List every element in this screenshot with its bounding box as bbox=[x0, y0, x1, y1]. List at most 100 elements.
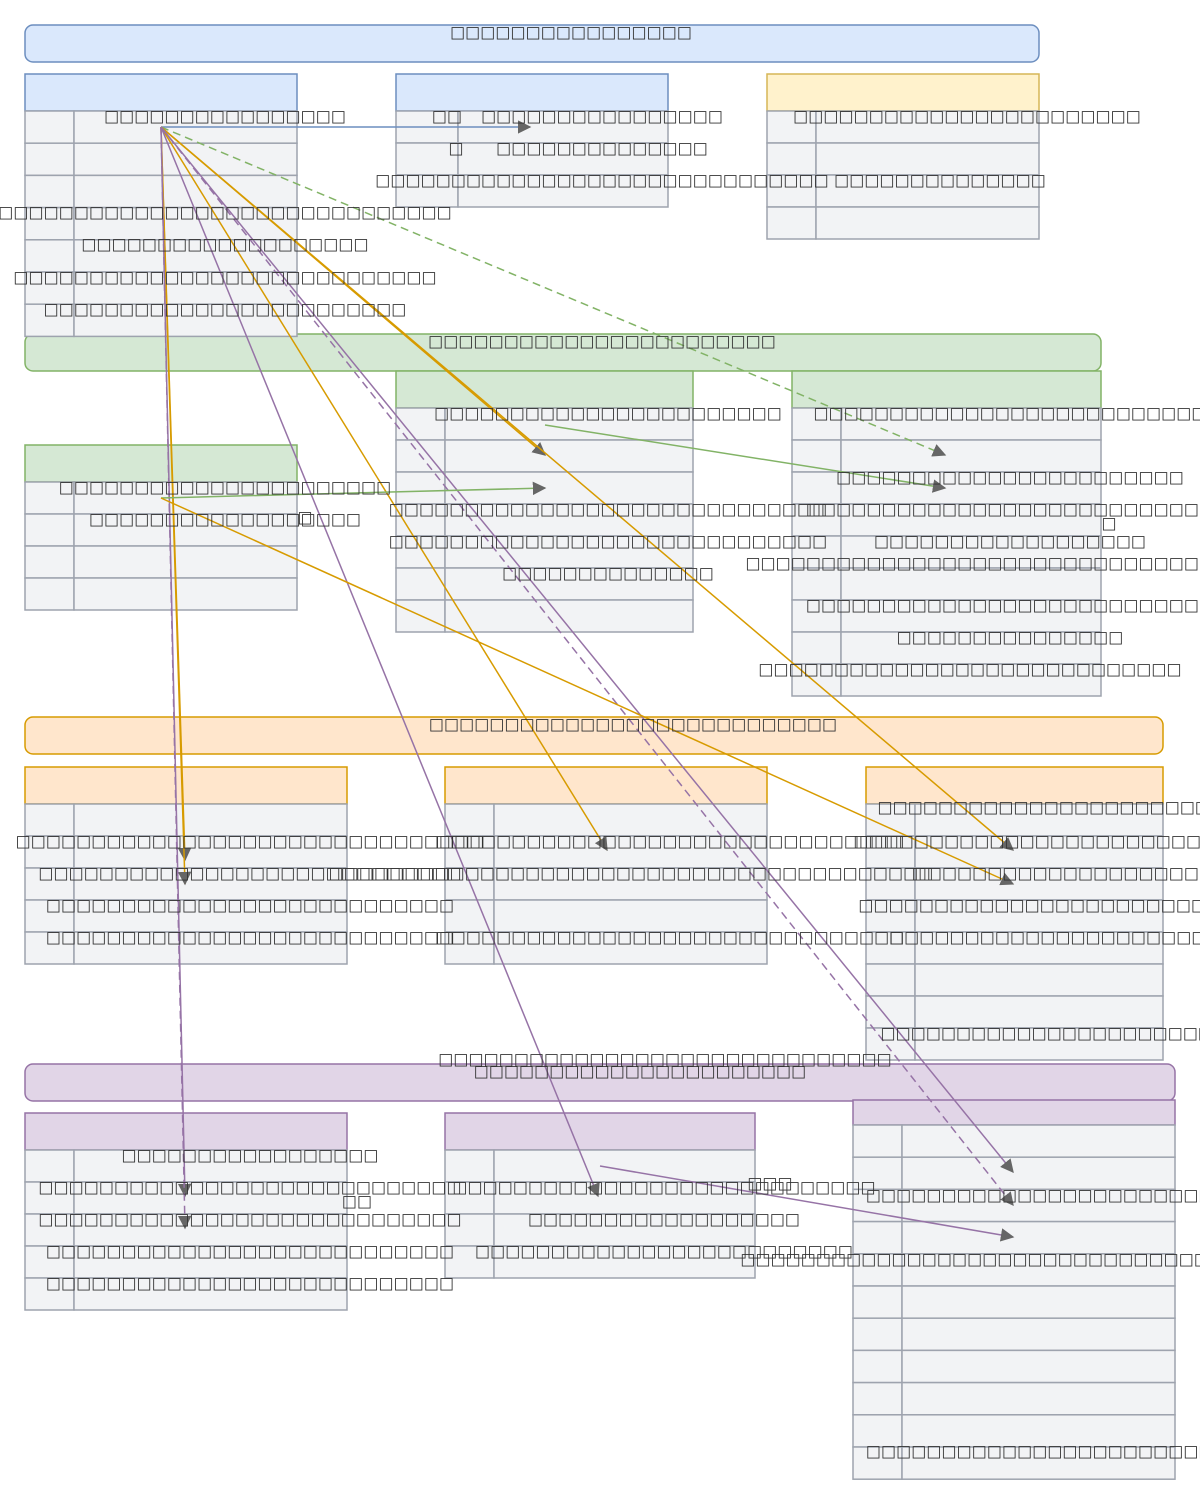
table-row[interactable] bbox=[493, 931, 768, 965]
table-header[interactable] bbox=[24, 1112, 348, 1151]
table-row[interactable] bbox=[73, 1277, 348, 1311]
relationship-edge[interactable] bbox=[544, 424, 947, 493]
table-row[interactable] bbox=[901, 1446, 1176, 1480]
table-row[interactable] bbox=[73, 174, 298, 209]
table-row[interactable] bbox=[901, 1220, 1176, 1255]
table-row[interactable] bbox=[914, 867, 1164, 901]
table-row[interactable] bbox=[901, 1285, 1176, 1319]
relationship-edge[interactable] bbox=[160, 497, 1015, 886]
table-row[interactable] bbox=[901, 1349, 1176, 1384]
table-row[interactable] bbox=[457, 174, 669, 208]
table-row[interactable] bbox=[914, 899, 1164, 933]
table-header[interactable] bbox=[766, 73, 1040, 112]
group-container[interactable] bbox=[24, 1063, 1176, 1102]
relationship-edge[interactable] bbox=[160, 481, 547, 499]
table-header[interactable] bbox=[24, 73, 298, 112]
table-row[interactable] bbox=[493, 803, 768, 837]
entity-table[interactable] bbox=[852, 1099, 1176, 1480]
table-row[interactable] bbox=[457, 142, 669, 176]
table-row[interactable] bbox=[73, 577, 298, 611]
entity-table[interactable] bbox=[24, 766, 348, 965]
table-row[interactable] bbox=[840, 535, 1102, 569]
table-row[interactable] bbox=[914, 963, 1164, 997]
relationship-edge[interactable] bbox=[160, 126, 192, 886]
relationship-edge[interactable] bbox=[160, 126, 192, 1230]
entity-table[interactable] bbox=[444, 766, 768, 965]
entity-table[interactable] bbox=[395, 73, 669, 208]
group-container[interactable] bbox=[24, 716, 1164, 755]
table-header[interactable] bbox=[395, 370, 694, 409]
table-header[interactable] bbox=[444, 1112, 756, 1151]
entity-table[interactable] bbox=[865, 766, 1164, 1061]
table-row[interactable] bbox=[901, 1156, 1176, 1191]
table-row[interactable] bbox=[914, 835, 1164, 869]
table-row[interactable] bbox=[840, 663, 1102, 697]
table-row[interactable] bbox=[493, 1213, 756, 1247]
table-row[interactable] bbox=[493, 1149, 756, 1183]
key-cell bbox=[444, 1245, 495, 1279]
table-row[interactable] bbox=[444, 407, 694, 441]
table-row[interactable] bbox=[840, 567, 1102, 601]
key-cell bbox=[852, 1285, 903, 1319]
table-row[interactable] bbox=[901, 1317, 1176, 1352]
relationship-edge[interactable] bbox=[160, 126, 608, 852]
table-row[interactable] bbox=[73, 1149, 348, 1183]
relationship-edge[interactable] bbox=[599, 1165, 1015, 1242]
table-row[interactable] bbox=[901, 1188, 1176, 1223]
table-row[interactable] bbox=[815, 142, 1040, 176]
table-row[interactable] bbox=[901, 1381, 1176, 1416]
table-row[interactable] bbox=[493, 1245, 756, 1279]
table-header[interactable] bbox=[865, 766, 1164, 805]
relationship-edge[interactable] bbox=[160, 126, 1014, 1207]
relationship-edge[interactable] bbox=[160, 126, 1014, 1174]
table-row[interactable] bbox=[73, 545, 298, 579]
field-label: □□□□□□□□□□□□□□□□□□ bbox=[528, 1210, 800, 1229]
table-row[interactable] bbox=[73, 931, 348, 965]
table-header[interactable] bbox=[444, 766, 768, 805]
table-row[interactable] bbox=[815, 206, 1040, 240]
table-row[interactable] bbox=[73, 206, 298, 241]
entity-table[interactable] bbox=[791, 370, 1102, 697]
entity-table[interactable] bbox=[444, 1112, 756, 1279]
table-row[interactable] bbox=[444, 439, 694, 473]
table-row[interactable] bbox=[444, 535, 694, 569]
table-row[interactable] bbox=[73, 1213, 348, 1247]
relationship-edge[interactable] bbox=[160, 126, 600, 1198]
relationship-edge[interactable] bbox=[160, 126, 1015, 851]
table-row[interactable] bbox=[901, 1414, 1176, 1448]
table-row[interactable] bbox=[73, 1181, 348, 1215]
table-row[interactable] bbox=[493, 1181, 756, 1215]
table-row[interactable] bbox=[840, 439, 1102, 473]
table-row[interactable] bbox=[493, 899, 768, 933]
table-row[interactable] bbox=[840, 631, 1102, 665]
table-row[interactable] bbox=[815, 110, 1040, 144]
table-row[interactable] bbox=[840, 407, 1102, 441]
table-row[interactable] bbox=[73, 303, 298, 338]
table-row[interactable] bbox=[815, 174, 1040, 208]
table-row[interactable] bbox=[73, 803, 348, 837]
table-header[interactable] bbox=[395, 73, 669, 112]
table-header[interactable] bbox=[24, 766, 348, 805]
table-row[interactable] bbox=[493, 835, 768, 869]
table-row[interactable] bbox=[493, 867, 768, 901]
entity-table[interactable] bbox=[24, 1112, 348, 1311]
group-container[interactable] bbox=[24, 24, 1040, 63]
table-row[interactable] bbox=[840, 471, 1102, 505]
table-row[interactable] bbox=[914, 803, 1164, 837]
table-row[interactable] bbox=[914, 1027, 1164, 1061]
field-label: □□□□□□□□□□□□□□□□□□ bbox=[89, 510, 361, 529]
entity-table[interactable] bbox=[766, 73, 1040, 240]
table-header[interactable] bbox=[24, 444, 298, 483]
table-row[interactable] bbox=[444, 503, 694, 537]
table-header[interactable] bbox=[852, 1099, 1176, 1126]
field-label: □□□□□□□□□□□□□□ bbox=[496, 139, 708, 158]
relationship-edge[interactable] bbox=[160, 126, 947, 457]
table-row[interactable] bbox=[901, 1253, 1176, 1287]
table-header[interactable] bbox=[791, 370, 1102, 409]
table-row[interactable] bbox=[840, 503, 1102, 537]
table-row[interactable] bbox=[914, 995, 1164, 1029]
table-row[interactable] bbox=[73, 835, 348, 869]
table-row[interactable] bbox=[901, 1124, 1176, 1158]
table-row[interactable] bbox=[840, 599, 1102, 633]
table-row[interactable] bbox=[73, 513, 298, 547]
